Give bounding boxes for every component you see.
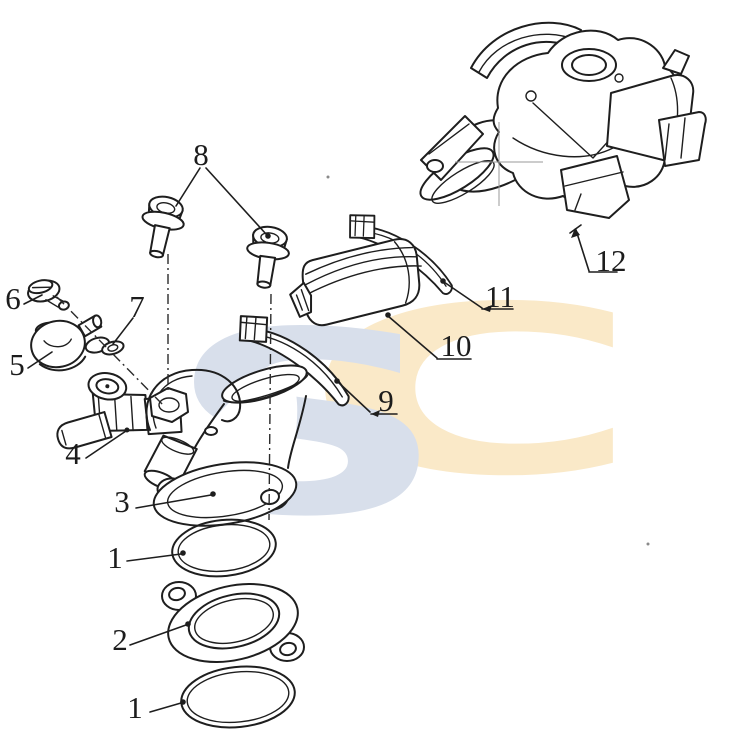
part-6-screw-cap [27, 279, 70, 311]
leader-1-upper [126, 553, 182, 562]
leader-8b [205, 167, 267, 235]
part-5-valve-cap [30, 314, 103, 372]
axis-diagonal-valve [56, 296, 165, 407]
part-labels: 8 6 7 5 4 3 1 2 1 9 10 11 12 [5, 137, 626, 725]
leader-6 [23, 294, 43, 305]
speck-dot [326, 175, 330, 179]
leader-12 [575, 229, 618, 273]
speck-dot [646, 542, 650, 546]
label-part-3: 3 [114, 484, 130, 519]
label-part-4: 4 [65, 436, 81, 471]
label-part-6: 6 [5, 281, 21, 316]
leader-1-lower [149, 702, 182, 713]
assembly-axis-lines [56, 254, 272, 521]
label-part-11: 11 [485, 279, 515, 314]
part-7-clip [84, 336, 125, 356]
label-part-1-upper: 1 [107, 540, 123, 575]
leader-4 [85, 430, 127, 459]
label-part-8: 8 [193, 137, 209, 172]
label-part-1-lower: 1 [127, 690, 143, 725]
part-10-carburetor-boot [289, 238, 422, 327]
part-1-oring-lower [180, 665, 296, 729]
label-part-5: 5 [9, 347, 25, 382]
label-part-10: 10 [441, 328, 472, 363]
part-8-bolt-right [246, 225, 290, 289]
label-part-9: 9 [378, 383, 394, 418]
leader-10 [387, 315, 472, 360]
label-part-12: 12 [596, 243, 627, 278]
leader-2 [129, 624, 187, 646]
leader-5 [27, 351, 53, 369]
leader-lines [23, 167, 618, 713]
leader-3 [135, 494, 212, 509]
part-2-flange-gasket [161, 581, 305, 663]
axis-right-bolt [268, 293, 272, 521]
label-part-2: 2 [112, 622, 128, 657]
leader-8a [175, 167, 201, 207]
part-1-oring-upper [171, 518, 277, 578]
part-8-bolt-left [141, 195, 185, 259]
part-9-clamp-band [238, 315, 350, 407]
label-part-7: 7 [129, 289, 145, 324]
part-12-assembled-throttle-body [419, 21, 707, 219]
leader-7 [112, 317, 134, 345]
